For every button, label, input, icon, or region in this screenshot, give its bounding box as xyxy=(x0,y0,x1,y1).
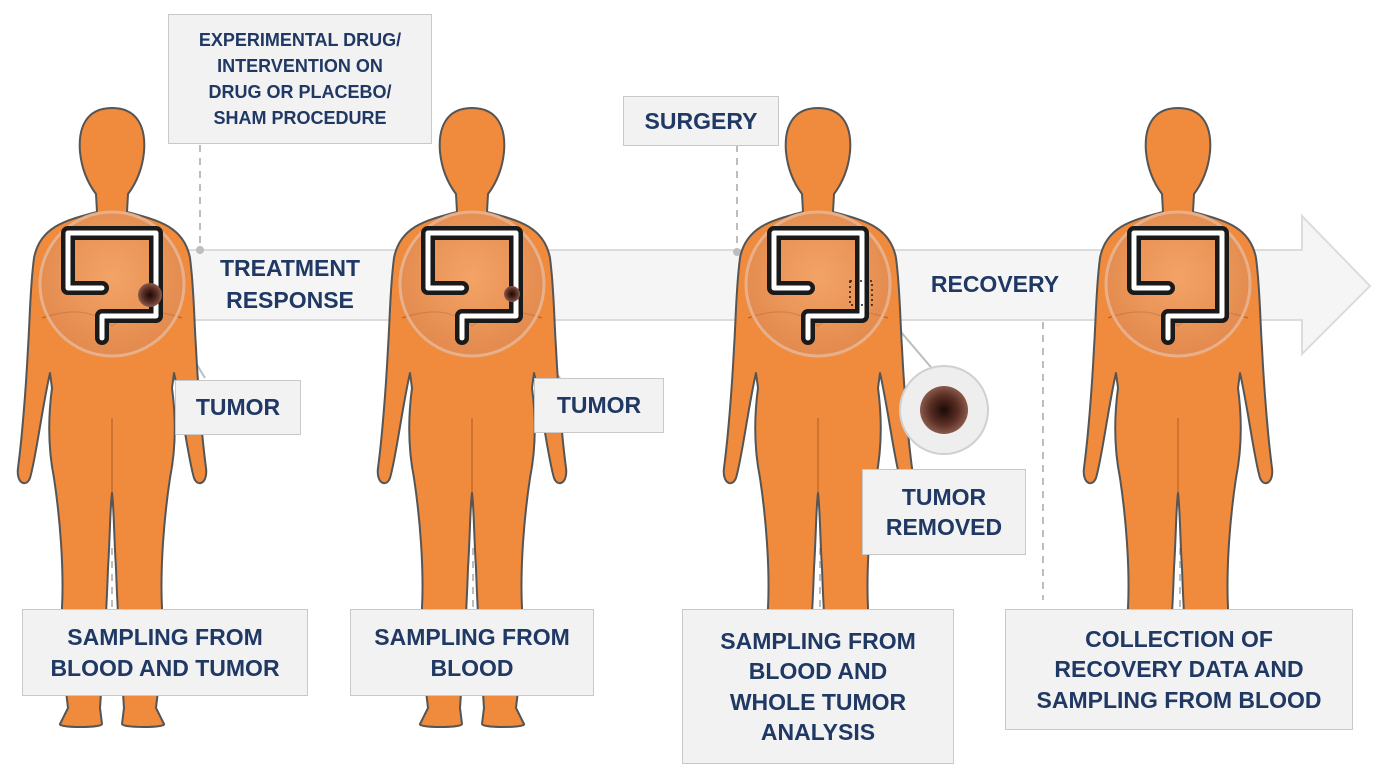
treatment-response-label: TREATMENT RESPONSE xyxy=(219,255,361,314)
intervention-box: EXPERIMENTAL DRUG/ INTERVENTION ON DRUG … xyxy=(168,14,432,144)
human-figure-3 xyxy=(722,107,914,728)
tumor-callout-2: TUMOR xyxy=(534,378,664,433)
sampling-box-4: COLLECTION OF RECOVERY DATA AND SAMPLING… xyxy=(1005,609,1353,730)
tumor-mark-1 xyxy=(138,283,162,307)
tumor-mark-2 xyxy=(504,286,520,302)
sampling-box-2: SAMPLING FROM BLOOD xyxy=(350,609,594,696)
surgery-box: SURGERY xyxy=(623,96,779,146)
removed-tumor-icon xyxy=(899,365,989,455)
human-figure-2 xyxy=(376,107,568,728)
human-figure-1 xyxy=(16,107,208,728)
recovery-label: RECOVERY xyxy=(930,271,1060,297)
sampling-box-1: SAMPLING FROM BLOOD AND TUMOR xyxy=(22,609,308,696)
sampling-box-3: SAMPLING FROM BLOOD AND WHOLE TUMOR ANAL… xyxy=(682,609,954,764)
tumor-removed-box: TUMOR REMOVED xyxy=(862,469,1026,555)
tumor-callout-1: TUMOR xyxy=(175,380,301,435)
human-figure-4 xyxy=(1082,107,1274,728)
